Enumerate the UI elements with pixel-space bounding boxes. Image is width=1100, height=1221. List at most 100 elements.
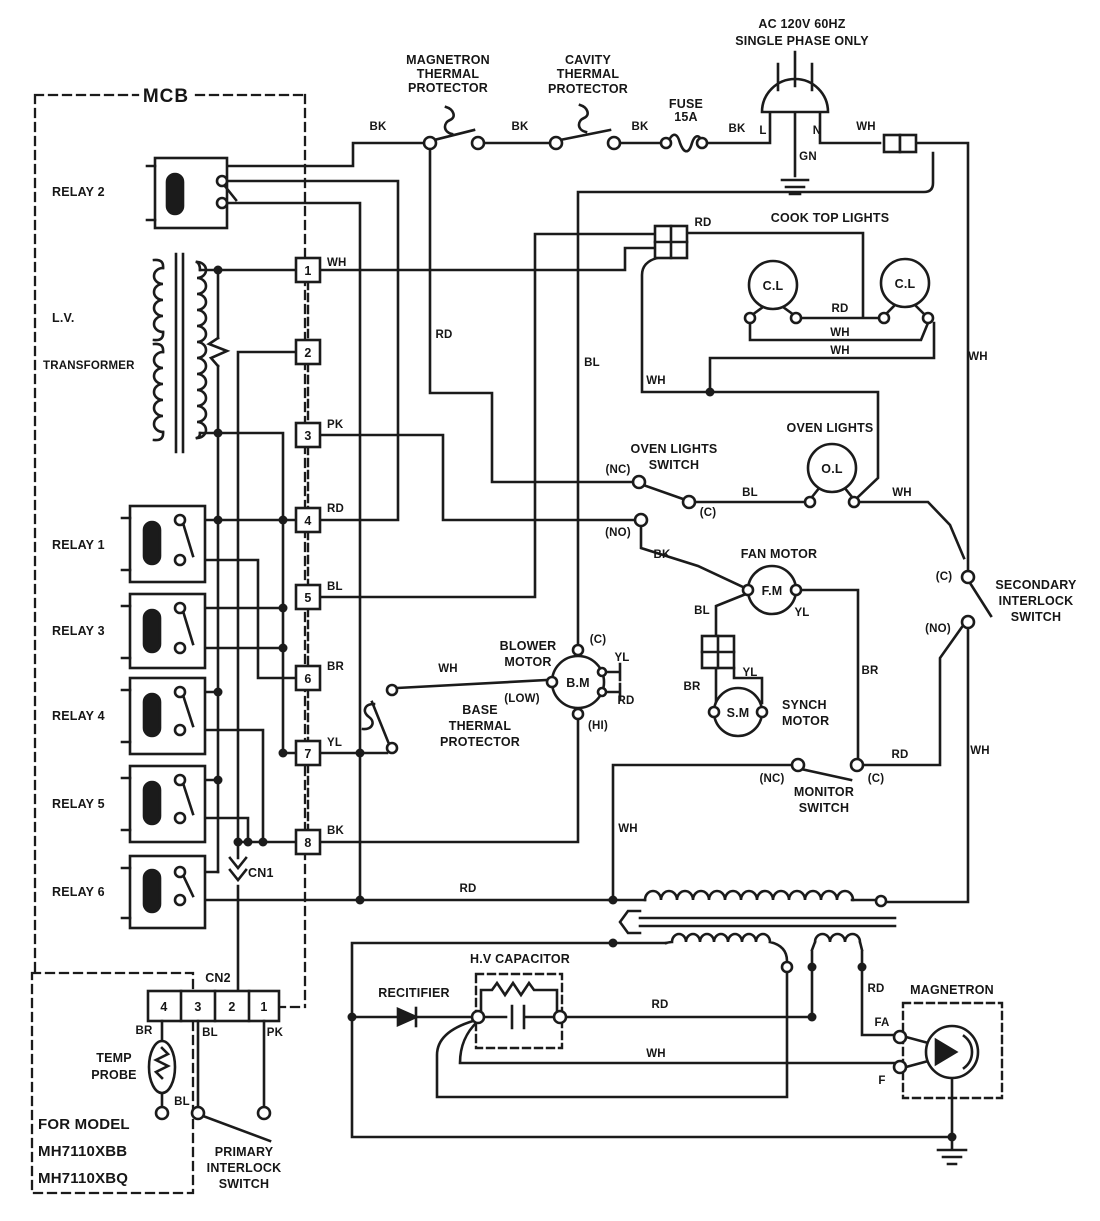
relay4-label: RELAY 4 <box>52 709 105 723</box>
yl-label-fan: YL <box>794 607 809 619</box>
power-line2: SINGLE PHASE ONLY <box>735 34 869 48</box>
wh-label-no: WH <box>970 745 990 757</box>
ols-line1: OVEN LIGHTS <box>631 442 718 456</box>
pin8-bk: BK <box>327 825 345 837</box>
fuse-label: FUSE <box>669 97 703 111</box>
lv-transformer <box>152 252 208 454</box>
cn1-label: CN1 <box>248 866 274 880</box>
f-label: F <box>878 1075 885 1087</box>
rectifier-diode <box>396 1006 420 1028</box>
rd-label-mid: RD <box>435 329 452 341</box>
temp-probe <box>147 1019 177 1110</box>
bm-label: B.M <box>566 676 590 690</box>
cn2-pin-3: 3 <box>194 1000 201 1014</box>
mon-nc: (NC) <box>759 773 784 785</box>
blower-line1: BLOWER <box>500 639 557 653</box>
cn1-connector <box>294 256 322 856</box>
bk-label-3: BK <box>631 121 649 133</box>
hv-transformer <box>618 889 897 974</box>
mcb-dashed-box <box>33 93 307 1009</box>
cn2-pin-2: 2 <box>228 1000 235 1014</box>
bm-rd: RD <box>617 695 634 707</box>
cl-right: C.L <box>895 277 916 291</box>
cn2-pin-1: 1 <box>260 1000 267 1014</box>
pin1-wh: WH <box>327 257 347 269</box>
plug-n: N <box>813 125 822 137</box>
fuse-symbol <box>666 133 704 153</box>
blower-line2: MOTOR <box>504 655 551 669</box>
relay6-label: RELAY 6 <box>52 885 105 899</box>
magnetron-thermal-protector-switch <box>432 105 476 142</box>
blower-motor <box>545 643 608 721</box>
br-label-cn2: BR <box>135 1025 153 1037</box>
lv-label: L.V. <box>52 311 75 325</box>
wires <box>183 110 993 1166</box>
ols-no: (NO) <box>605 527 631 539</box>
relay3-label: RELAY 3 <box>52 624 105 638</box>
btp-line3: PROTECTOR <box>440 735 520 749</box>
relay1-label: RELAY 1 <box>52 538 105 552</box>
mcb-label: MCB <box>143 86 189 107</box>
cn1-pin-3: 3 <box>304 429 311 443</box>
synch-motor <box>700 634 769 738</box>
br-label-sm: BR <box>683 681 701 693</box>
bm-hi: (HI) <box>588 720 608 732</box>
hv-cap-label: H.V CAPACITOR <box>470 952 570 966</box>
wh-label-plug: WH <box>856 121 876 133</box>
bl-label-mid: BL <box>584 357 600 369</box>
cook-top-lights <box>653 224 935 325</box>
magnetron <box>892 1001 1004 1100</box>
mon-line2: SWITCH <box>799 801 850 815</box>
pin7-yl: YL <box>327 737 342 749</box>
wh-label-rail1: WH <box>830 327 850 339</box>
rd-label-hv: RD <box>459 883 476 895</box>
yl-label-sm: YL <box>742 667 757 679</box>
mtp-line1: MAGNETRON <box>406 53 490 67</box>
cavity-thermal-protector-switch <box>558 103 612 142</box>
synch-line2: MOTOR <box>782 714 829 728</box>
pis-line1: PRIMARY <box>215 1145 274 1159</box>
mtp-line3: PROTECTOR <box>408 81 488 95</box>
wh-label-right: WH <box>968 351 988 363</box>
rectifier-label: RECITIFIER <box>378 986 449 1000</box>
secondary-interlock-switch <box>960 569 976 630</box>
ctp-line1: CAVITY <box>565 53 612 67</box>
bk-label-1: BK <box>369 121 387 133</box>
sm-label: S.M <box>727 706 750 720</box>
monitor-switch <box>790 757 865 773</box>
primary-interlock-switch <box>154 1019 272 1143</box>
power-plug <box>760 50 830 114</box>
fuse-rating: 15A <box>674 110 698 124</box>
fan-motor <box>741 564 803 616</box>
bl-label-fan: BL <box>694 605 710 617</box>
relay-3 <box>120 592 207 670</box>
ctp-line2: THERMAL <box>557 67 620 81</box>
cn1-pin-8: 8 <box>304 836 311 850</box>
cook-top-label: COOK TOP LIGHTS <box>771 211 890 225</box>
relay-2 <box>145 156 238 230</box>
power-line1: AC 120V 60HZ <box>758 17 845 31</box>
wh-label-rail2: WH <box>830 345 850 357</box>
relay-5 <box>120 764 207 844</box>
plug-connector-block <box>882 133 918 154</box>
model-2: MH7110XBQ <box>38 1170 128 1187</box>
ctp-line3: PROTECTOR <box>548 82 628 96</box>
bl-label-ols: BL <box>742 487 758 499</box>
pin5-bl: BL <box>327 581 343 593</box>
mtp-line2: THERMAL <box>417 67 480 81</box>
model-dashed-box <box>30 971 195 1195</box>
btp-line1: BASE <box>462 703 498 717</box>
bm-yl: YL <box>614 652 629 664</box>
oven-lights <box>803 442 861 509</box>
bm-low: (LOW) <box>504 693 539 705</box>
sis-line1: SECONDARY <box>995 578 1077 592</box>
magnetron-label: MAGNETRON <box>910 983 994 997</box>
cn1-pin-2: 2 <box>304 346 311 360</box>
wh-label-ol: WH <box>892 487 912 499</box>
wh-label-cap: WH <box>646 1048 666 1060</box>
bk-label-fan: BK <box>653 549 671 561</box>
wh-label-base: WH <box>438 663 458 675</box>
rd-label-block: RD <box>694 217 711 229</box>
fa-label: FA <box>874 1017 889 1029</box>
